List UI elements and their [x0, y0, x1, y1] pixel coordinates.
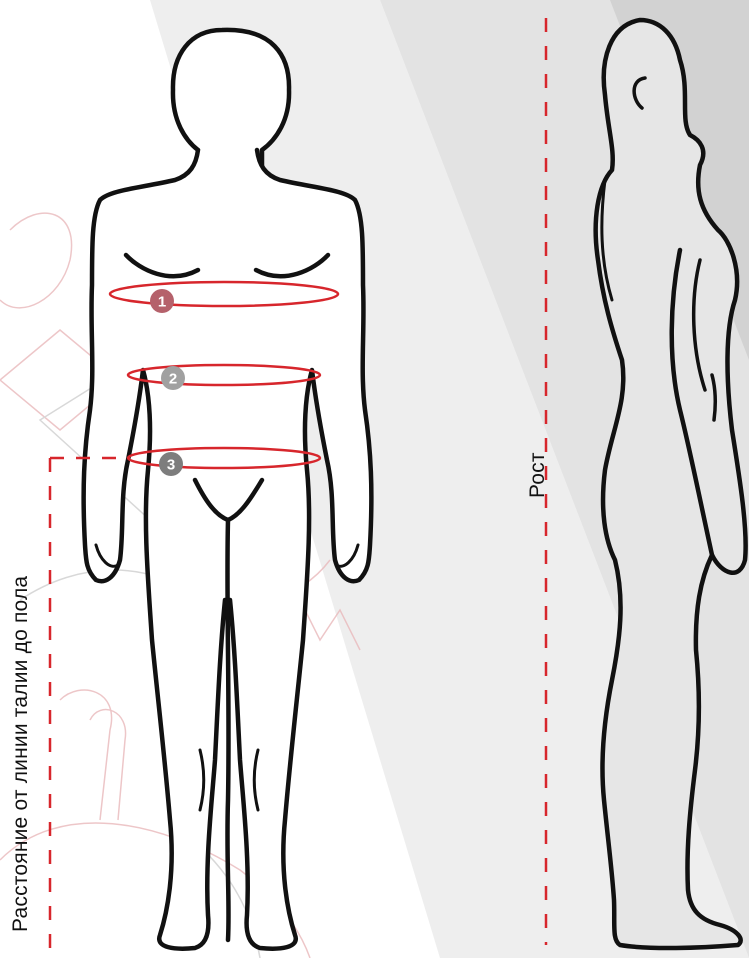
marker-1: 1 — [150, 289, 174, 313]
waist-to-floor-label: Расстояние от линии талии до пола — [9, 576, 33, 932]
marker-2: 2 — [161, 366, 185, 390]
marker-2-number: 2 — [169, 371, 177, 388]
height-label: Рост — [526, 452, 550, 498]
marker-3-number: 3 — [167, 457, 175, 474]
marker-3: 3 — [159, 452, 183, 476]
marker-1-number: 1 — [158, 294, 166, 311]
